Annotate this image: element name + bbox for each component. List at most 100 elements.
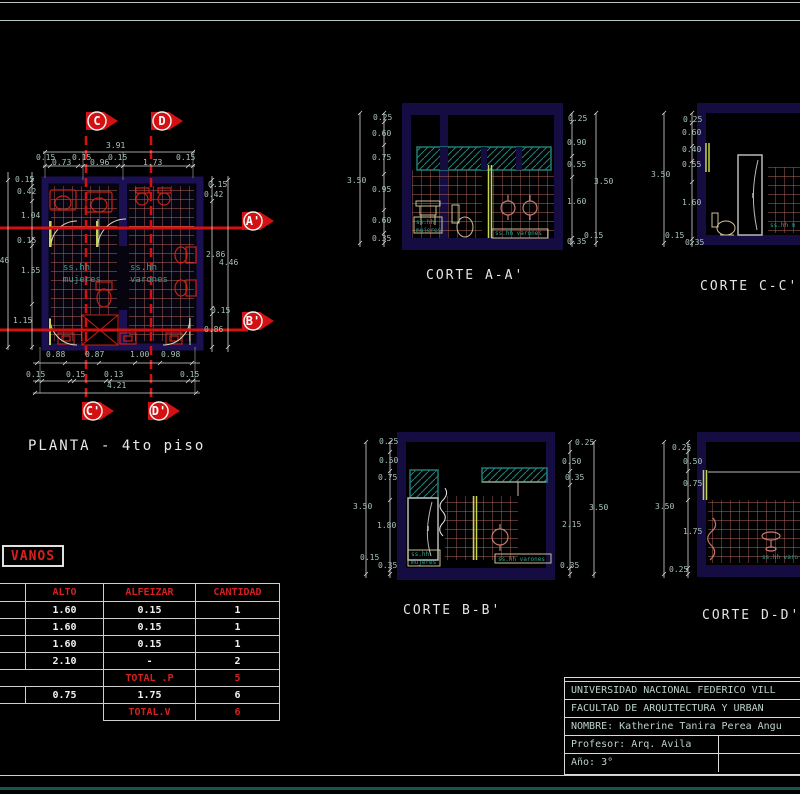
cell: 1.60: [25, 635, 104, 653]
dim-label: 3.50: [353, 502, 373, 511]
marker-arrow-icon: [242, 311, 274, 331]
section-marker-d-prime: D': [146, 396, 182, 426]
marker-letter: C: [93, 114, 101, 128]
room-label-mujeres: ss.hh mujeres: [411, 551, 437, 566]
dim-label: 0.73: [52, 158, 72, 167]
room-label: ss.hh m: [770, 222, 796, 229]
dim-label: 0.15: [208, 180, 228, 189]
dim-label: 0.60: [682, 128, 702, 137]
room-label-varones: ss.hh varones: [498, 556, 545, 563]
dim-label: 0.98: [161, 350, 181, 359]
col-header-ancho: ANCHO: [0, 583, 26, 602]
corte-a-drawing: [357, 103, 599, 250]
cell: 0.75: [25, 686, 104, 704]
dim-label: 3.50: [651, 170, 671, 179]
dim-label: 0.25: [672, 443, 692, 452]
dim-label: 1.60: [682, 198, 702, 207]
dim-label: 1.15: [13, 316, 33, 325]
table-row: 2.10 - 2: [0, 652, 280, 670]
dim-label: 0.35: [372, 234, 392, 243]
dim-label: 0.95: [372, 185, 392, 194]
cell: 1.75: [103, 686, 196, 704]
dim-label: 4.46: [219, 258, 239, 267]
corte-c-drawing: [661, 103, 800, 247]
marker-letter: D': [151, 404, 167, 418]
dim-label: 1.73: [143, 158, 163, 167]
section-title: CORTE C-C': [700, 279, 799, 294]
dim-label: 0.88: [46, 350, 66, 359]
dim-label: 0.75: [372, 153, 392, 162]
floor-plan-drawing: [0, 136, 248, 400]
table-row-total-v: TOTAL.V 6: [0, 703, 280, 721]
dim-label: 3.50: [655, 502, 675, 511]
year-text: Año: 3°: [571, 757, 614, 768]
dim-label: 1.00: [130, 350, 150, 359]
section-corte-d: 0.25 0.50 0.75 1.75 0.25 3.50 ss.hh varo…: [640, 430, 800, 640]
dim-label: 0.25: [379, 437, 399, 446]
dim-label: 0.25: [568, 114, 588, 123]
dim-label: 0.42: [204, 190, 224, 199]
dim-label: 0.75: [378, 473, 398, 482]
dim-label: 0.15: [26, 370, 46, 379]
corte-d-drawing: [661, 432, 800, 578]
dim-label: 0.13: [104, 370, 124, 379]
dim-label: 4.46: [0, 256, 10, 265]
cell: -: [103, 652, 196, 670]
vanos-title-box: VANOS: [2, 545, 64, 567]
dim-label: 0.15: [360, 553, 380, 562]
room-label-varones: ss.hh varones: [495, 230, 542, 237]
sheet-border-inner-line: [0, 20, 800, 21]
marker-arrow-icon: [148, 401, 180, 421]
marker-arrow-icon: [86, 111, 118, 131]
table-row: 1.60 0.15 1: [0, 601, 280, 619]
table-row: 1.60 0.15 1: [0, 618, 280, 636]
dim-label: 2.15: [562, 520, 582, 529]
cell: 1.60: [25, 618, 104, 636]
title-block-divider: [718, 736, 719, 753]
professor-text: Profesor: Arq. Avila: [571, 739, 692, 750]
title-block-double-line: [565, 678, 800, 682]
section-title: CORTE B-B': [403, 603, 502, 618]
sheet-border-top-line: [0, 2, 800, 3]
section-marker-d: D: [149, 106, 185, 136]
table-row: 1.60 0.15 1: [0, 635, 280, 653]
dim-label: 0.15: [665, 231, 685, 240]
cell: 0.15: [103, 618, 196, 636]
marker-letter: D: [158, 114, 166, 128]
dim-label: 3.50: [589, 503, 609, 512]
title-block-name: NOMBRE: Katherine Tanira Perea Angu: [565, 718, 800, 736]
total-v-label: TOTAL.V: [103, 703, 196, 721]
col-header-cantidad: CANTIDAD: [195, 583, 280, 602]
table-row: 0.75 1.75 6: [0, 686, 280, 704]
dim-label: 0.15: [15, 175, 35, 184]
dim-label: 0.40: [682, 145, 702, 154]
cell: 1: [195, 601, 280, 619]
section-title: CORTE D-D': [702, 608, 800, 623]
cell: 1.60: [25, 601, 104, 619]
dim-label: 1.04: [21, 211, 41, 220]
col-header-alto: ALTO: [25, 583, 104, 602]
dim-label: 0.35: [565, 473, 585, 482]
section-marker-c: C: [84, 106, 120, 136]
vanos-title: VANOS: [10, 548, 56, 564]
dim-label: 0.60: [372, 129, 392, 138]
marker-letter: B': [245, 314, 261, 328]
dim-label: 0.86: [204, 325, 224, 334]
dim-label: 0.25: [373, 113, 393, 122]
section-corte-c: 0.25 0.60 0.40 0.55 1.60 0.15 0.35 3.50 …: [640, 95, 800, 305]
dim-label: 0.42: [17, 187, 37, 196]
total-p-value: 5: [195, 669, 280, 687]
total-p-label: TOTAL .P: [103, 669, 196, 687]
section-marker-b-prime: B': [240, 306, 276, 336]
dim-label: 0.25: [575, 438, 595, 447]
title-block-university: UNIVERSIDAD NACIONAL FEDERICO VILL: [565, 682, 800, 700]
section-corte-b: 0.25 0.50 0.75 1.80 0.15 0.35 3.50 0.25 …: [330, 430, 608, 640]
dim-label: 0.75: [683, 479, 703, 488]
room-label-mujeres: ss.hh mujeres: [63, 263, 101, 285]
dim-label: 0.15: [72, 153, 92, 162]
cell: 6: [195, 686, 280, 704]
section-marker-a-prime: A': [240, 206, 276, 236]
section-marker-c-prime: C': [80, 396, 116, 426]
title-block: UNIVERSIDAD NACIONAL FEDERICO VILL FACUL…: [564, 677, 800, 775]
